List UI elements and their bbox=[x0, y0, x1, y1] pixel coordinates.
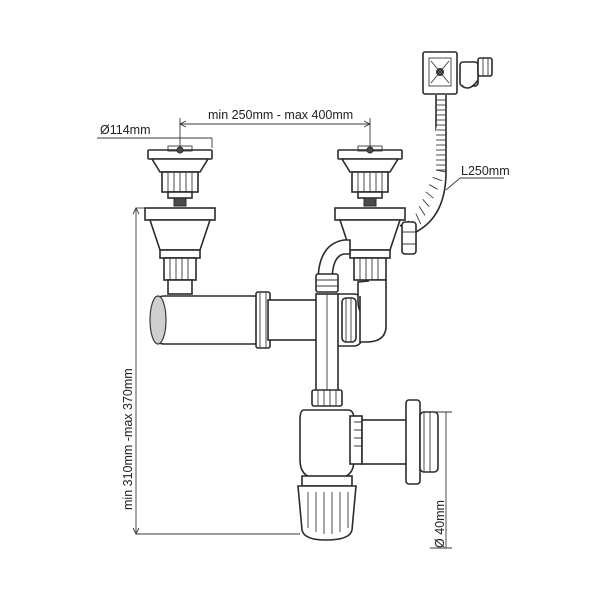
hose-ring bbox=[418, 206, 426, 216]
overflow-fitting bbox=[422, 51, 493, 95]
height-label: min 310mm -max 370mm bbox=[121, 368, 135, 510]
hose-ring bbox=[435, 169, 447, 173]
branch-pipe bbox=[315, 239, 351, 293]
right-basket bbox=[334, 207, 417, 281]
strainer-diameter-label: Ø114mm bbox=[100, 123, 150, 137]
hose-ring bbox=[422, 198, 430, 208]
center-distance-label: min 250mm - max 400mm bbox=[208, 108, 353, 122]
center-distance-dimension: min 250mm - max 400mm bbox=[178, 108, 372, 146]
vertical-standpipe bbox=[311, 293, 343, 407]
hose-ring bbox=[432, 176, 442, 182]
outlet-diameter-dimension: Ø 40mm bbox=[430, 411, 452, 549]
height-dimension: min 310mm -max 370mm bbox=[121, 206, 300, 536]
hose-ring bbox=[425, 191, 434, 199]
bottle-trap bbox=[297, 409, 363, 541]
hose-ring bbox=[429, 184, 438, 190]
hose-ring bbox=[415, 213, 422, 225]
outlet-pipe bbox=[361, 399, 439, 485]
strainer-diameter-dimension: Ø114mm bbox=[97, 123, 213, 148]
right-elbow bbox=[357, 279, 387, 343]
right-strainer bbox=[337, 145, 403, 207]
overflow-hose bbox=[399, 95, 447, 239]
hose-length-label: L250mm bbox=[461, 164, 510, 178]
hose-length-callout: L250mm bbox=[445, 164, 510, 191]
left-strainer bbox=[147, 145, 213, 207]
outlet-diameter-label: Ø 40mm bbox=[433, 500, 447, 548]
left-basket bbox=[144, 207, 216, 295]
